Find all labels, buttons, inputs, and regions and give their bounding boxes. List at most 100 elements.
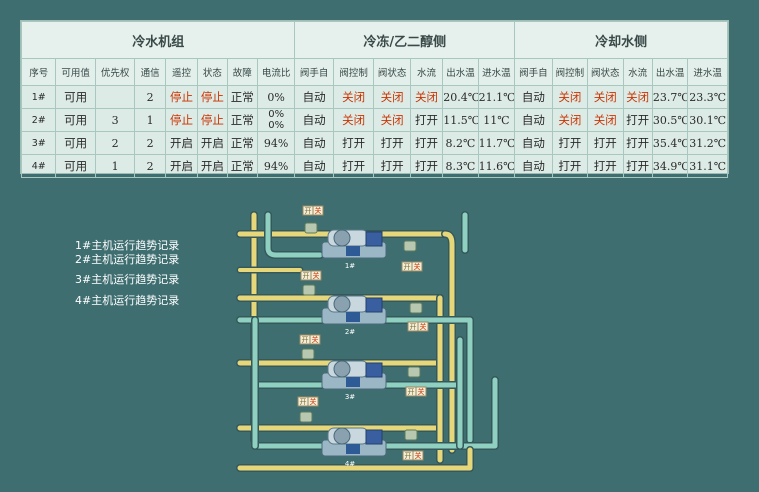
- valve-7[interactable]: 开关: [297, 396, 319, 423]
- column-header-1: 可用值: [55, 58, 96, 86]
- trend-link-1[interactable]: 1#主机运行趋势记录: [75, 239, 180, 252]
- toggle-on-label: 开: [302, 336, 309, 344]
- toggle-off-button[interactable]: [417, 321, 429, 332]
- chiller-1[interactable]: 1#: [321, 229, 387, 270]
- toggle-off-label: 关: [312, 335, 319, 344]
- cell-cl-in: 23.3℃: [687, 85, 728, 109]
- toggle-off-button[interactable]: [411, 261, 423, 272]
- compressor-icon: [333, 360, 351, 378]
- column-header-18: 出水温: [651, 58, 689, 86]
- toggle-off-label: 关: [315, 206, 322, 215]
- toggle-off-label: 关: [313, 271, 320, 280]
- toggle-on-label: 开: [408, 388, 415, 396]
- cell-cl-in: 31.1℃: [687, 154, 728, 178]
- trend-link-4[interactable]: 4#主机运行趋势记录: [75, 294, 180, 307]
- cell-fz-ctrl: 打开: [332, 131, 375, 155]
- chiller-label: 4#: [345, 460, 355, 468]
- cell-remote: 停止: [164, 108, 199, 132]
- cell-cl-state: 关闭: [587, 108, 624, 132]
- toggle-off-button[interactable]: [312, 205, 324, 216]
- cell-comm: 1: [134, 108, 166, 132]
- valve-6[interactable]: 开关: [405, 366, 427, 397]
- motor-icon: [346, 246, 360, 256]
- cell-cl-mode: 自动: [514, 85, 553, 109]
- cell-cl-ctrl: 打开: [551, 131, 589, 155]
- cell-avail: 可用: [55, 108, 96, 132]
- cell-fz-mode: 自动: [294, 154, 334, 178]
- toggle-off-button[interactable]: [415, 386, 427, 397]
- supply-riser-right: [442, 231, 455, 453]
- cell-fz-ctrl: 打开: [332, 154, 375, 178]
- cell-current: 0%0%: [256, 108, 296, 132]
- valve-body-icon: [302, 284, 316, 296]
- cell-cl-mode: 自动: [514, 108, 553, 132]
- cell-cl-ctrl: 关闭: [551, 85, 589, 109]
- toggle-on-label: 开: [410, 323, 417, 331]
- cell-cl-out: 34.9℃: [651, 154, 689, 178]
- valve-1[interactable]: 开关: [302, 205, 324, 234]
- column-header-13: 进水温: [477, 58, 516, 86]
- cell-fz-mode: 自动: [294, 85, 334, 109]
- toggle-on-label: 开: [404, 263, 411, 271]
- cell-state: 开启: [197, 154, 228, 178]
- compressor-icon: [333, 229, 351, 247]
- cell-fz-in: 11.7℃: [477, 131, 516, 155]
- toggle-on-label: 开: [303, 272, 310, 280]
- cell-fz-mode: 自动: [294, 108, 334, 132]
- chiller-4[interactable]: 4#: [321, 427, 387, 468]
- cell-cl-ctrl: 关闭: [551, 108, 589, 132]
- cell-fz-out: 11.5℃: [442, 108, 479, 132]
- chiller-status-table: 冷水机组 冷冻/乙二醇侧 冷却水侧 序号可用值优先权通信遥控状态故障电流比阀手自…: [20, 21, 728, 178]
- trend-link-2[interactable]: 2#主机运行趋势记录: [75, 253, 180, 266]
- motor-icon: [346, 444, 360, 454]
- toggle-off-button[interactable]: [307, 396, 319, 407]
- cell-fz-in: 11℃: [477, 108, 516, 132]
- current-ratio-b: 0%: [268, 120, 285, 131]
- column-header-19: 进水温: [687, 58, 728, 86]
- current-ratio-a: 0%: [268, 109, 285, 121]
- valve-3[interactable]: 开关: [300, 270, 322, 296]
- column-header-17: 水流: [622, 58, 653, 86]
- cell-cl-in: 31.2℃: [687, 131, 728, 155]
- column-header-12: 出水温: [442, 58, 479, 86]
- trend-link-3[interactable]: 3#主机运行趋势记录: [75, 273, 180, 286]
- return-line-2: [237, 317, 473, 443]
- cell-remote: 开启: [164, 154, 199, 178]
- cell-cl-ctrl: 打开: [551, 154, 589, 178]
- group-header-chilled-side: 冷冻/乙二醇侧: [294, 21, 516, 59]
- cell-remote: 开启: [164, 131, 199, 155]
- return-line-1: [265, 212, 323, 258]
- valve-body-icon: [409, 302, 423, 314]
- cell-fz-flow: 关闭: [409, 85, 444, 109]
- toggle-off-button[interactable]: [310, 270, 322, 281]
- cell-fz-in: 21.1℃: [477, 85, 516, 109]
- chiller-3[interactable]: 3#: [321, 360, 387, 401]
- toggle-off-label: 关: [310, 397, 317, 406]
- valve-8[interactable]: 开关: [402, 429, 424, 461]
- cell-cl-out: 23.7℃: [651, 85, 689, 109]
- cell-fz-out: 8.3℃: [442, 154, 479, 178]
- cell-state: 停止: [197, 85, 228, 109]
- valve-2[interactable]: 开关: [401, 240, 423, 272]
- cell-comm: 2: [134, 85, 166, 109]
- cell-current: 94%: [256, 154, 296, 178]
- valve-body-icon: [301, 348, 315, 360]
- column-header-0: 序号: [20, 58, 57, 86]
- valve-body-icon: [407, 366, 421, 378]
- supply-bottom: [237, 447, 473, 471]
- valve-body-icon: [299, 411, 313, 423]
- toggle-off-button[interactable]: [309, 334, 321, 345]
- toggle-off-button[interactable]: [412, 450, 424, 461]
- chiller-2[interactable]: 2#: [321, 295, 387, 336]
- cell-fz-ctrl: 关闭: [332, 85, 375, 109]
- control-panel-icon: [365, 429, 383, 445]
- compressor-icon: [333, 427, 351, 445]
- chiller-label: 1#: [345, 262, 355, 270]
- cell-avail: 可用: [55, 131, 96, 155]
- valve-5[interactable]: 开关: [299, 334, 321, 360]
- valve-4[interactable]: 开关: [407, 302, 429, 332]
- valve-body-icon: [404, 429, 418, 441]
